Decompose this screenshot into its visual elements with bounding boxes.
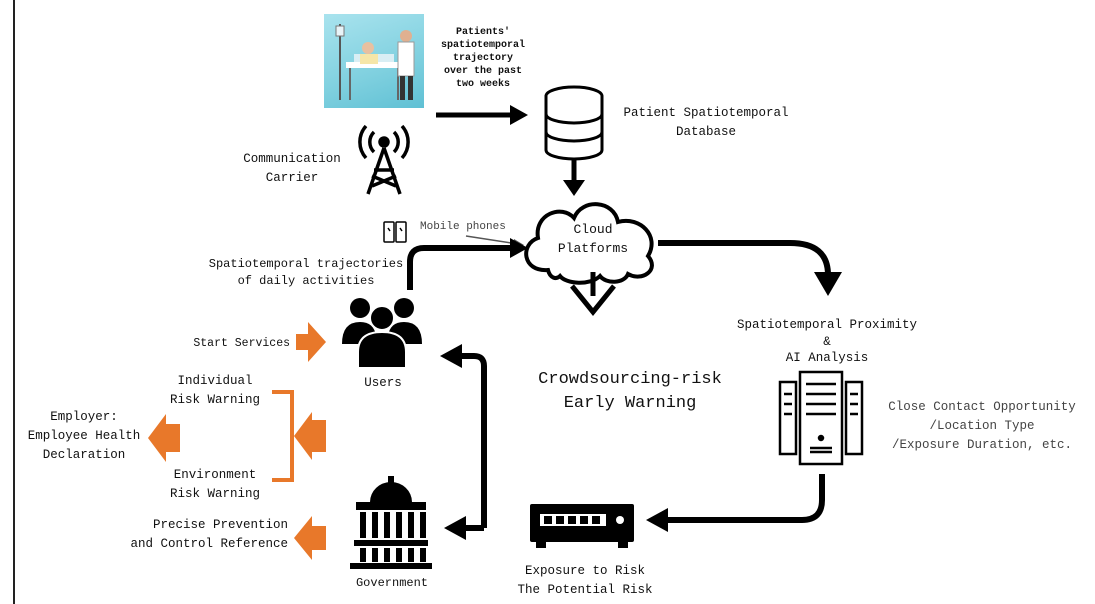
arrow-users-to-cloud bbox=[407, 238, 528, 290]
carrier-label: Communication Carrier bbox=[243, 152, 341, 185]
hospital-photo bbox=[324, 14, 424, 108]
exposure-label: Exposure to Risk The Potential Risk bbox=[517, 564, 653, 597]
proximity-label: Spatiotemporal Proximity & AI Analysis bbox=[736, 318, 918, 365]
start-services-label: Start Services bbox=[193, 337, 290, 350]
government-label: Government bbox=[355, 576, 428, 590]
arrow-cloud-to-analysis bbox=[658, 240, 842, 296]
prevention-arrow bbox=[294, 516, 326, 560]
arrow-exposure-to-government bbox=[440, 344, 487, 540]
arrow-trajectory-to-database bbox=[436, 105, 528, 125]
patients-trajectory-label: Patients' spatiotemporal trajectory over… bbox=[440, 27, 525, 90]
environment-warning-label: Environment Risk Warning bbox=[169, 468, 260, 501]
users-label: Users bbox=[364, 376, 402, 390]
employer-arrow bbox=[148, 414, 180, 462]
network-switch-icon bbox=[530, 504, 634, 548]
daily-trajectories-label: Spatiotemporal trajectories of daily act… bbox=[208, 257, 404, 288]
start-services-arrow bbox=[296, 322, 326, 362]
cloud-label: Cloud Platforms bbox=[557, 222, 629, 256]
employer-label: Employer: Employee Health Declaration bbox=[27, 410, 141, 462]
crowdsourcing-label: Crowdsourcing-risk Early Warning bbox=[538, 370, 722, 413]
cell-tower-icon bbox=[358, 124, 410, 195]
arrow-database-to-cloud bbox=[563, 160, 585, 196]
arrow-analysis-to-exposure bbox=[646, 474, 825, 532]
government-building-icon bbox=[350, 476, 432, 569]
database-icon bbox=[544, 85, 604, 161]
mobile-phones-icon bbox=[383, 221, 407, 243]
cloud-icon bbox=[524, 202, 654, 285]
left-border-line bbox=[13, 0, 15, 604]
mobile-phones-label: Mobile phones bbox=[420, 221, 506, 233]
database-label: Patient Spatiotemporal Database bbox=[623, 106, 789, 139]
arrow-cloud-down bbox=[570, 272, 616, 316]
users-group-icon bbox=[342, 298, 422, 369]
warning-bracket bbox=[272, 390, 326, 482]
contact-factors-label: Close Contact Opportunity /Location Type… bbox=[888, 400, 1076, 452]
prevention-label: Precise Prevention and Control Reference bbox=[130, 518, 288, 551]
server-icon bbox=[778, 370, 864, 466]
individual-warning-label: Individual Risk Warning bbox=[169, 374, 260, 407]
